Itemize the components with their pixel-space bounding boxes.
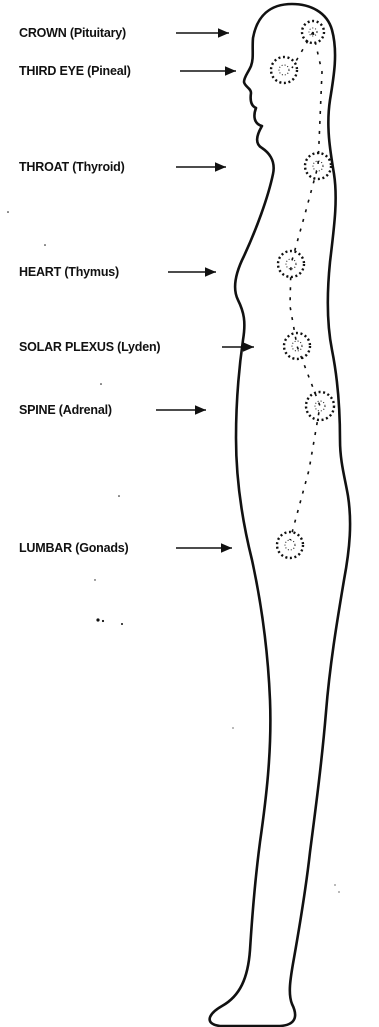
label-throat: THROAT (Thyroid) [19, 160, 125, 174]
energy-center-heart [278, 251, 304, 277]
human-silhouette-icon [210, 4, 350, 1026]
energy-center-throat [305, 153, 331, 179]
energy-center-spine [306, 392, 334, 420]
label-spine: SPINE (Adrenal) [19, 403, 112, 417]
label-crown: CROWN (Pituitary) [19, 26, 126, 40]
label-third-eye: THIRD EYE (Pineal) [19, 64, 131, 78]
energy-center-lumbar [277, 532, 303, 558]
label-solar-plexus: SOLAR PLEXUS (Lyden) [19, 340, 160, 354]
energy-channel-line [290, 32, 322, 540]
energy-center-solar-plexus [284, 333, 310, 359]
energy-center-third-eye [271, 57, 297, 83]
label-heart: HEART (Thymus) [19, 265, 119, 279]
label-lumbar: LUMBAR (Gonads) [19, 541, 129, 555]
